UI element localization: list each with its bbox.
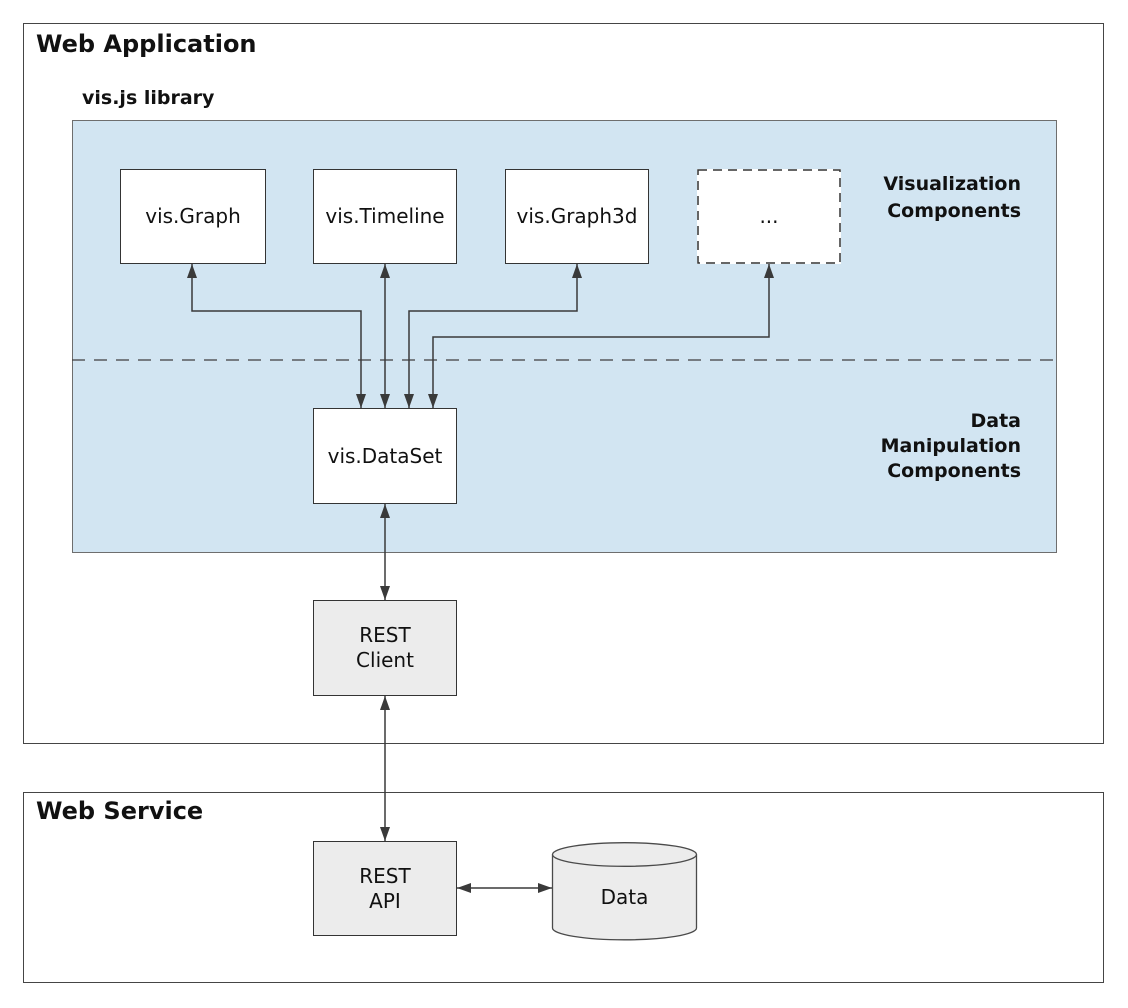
node-vis-dataset: vis.DataSet <box>313 408 457 504</box>
visualization-components-label: Visualization Components <box>883 171 1021 225</box>
data-manipulation-components-label: Data Manipulation Components <box>881 409 1021 484</box>
data-manipulation-label-line1: Data <box>970 410 1022 432</box>
visualization-components-label-line1: Visualization <box>883 173 1021 195</box>
node-vis-timeline: vis.Timeline <box>313 169 457 264</box>
data-manipulation-label-line2: Manipulation <box>880 435 1021 457</box>
node-vis-graph: vis.Graph <box>120 169 266 264</box>
node-vis-graph3d: vis.Graph3d <box>505 169 649 264</box>
web-application-title: Web Application <box>36 30 257 58</box>
data-manipulation-label-line3: Components <box>887 460 1021 482</box>
node-rest-api-label-line1: REST <box>359 863 411 888</box>
node-vis-timeline-label: vis.Timeline <box>325 204 445 228</box>
node-other-components: ... <box>697 169 841 264</box>
web-service-title: Web Service <box>36 797 204 825</box>
visjs-library-title: vis.js library <box>82 87 215 109</box>
visualization-components-label-line2: Components <box>887 200 1021 222</box>
node-other-components-label: ... <box>759 204 779 228</box>
node-rest-client: REST Client <box>313 600 457 696</box>
node-vis-dataset-label: vis.DataSet <box>327 443 443 468</box>
node-rest-api-label-line2: API <box>369 888 401 913</box>
database-label: Data <box>600 885 649 909</box>
node-vis-graph3d-label: vis.Graph3d <box>516 204 638 228</box>
node-rest-api: REST API <box>313 841 457 936</box>
node-rest-client-label-line2: Client <box>356 648 414 672</box>
node-rest-client-label-line1: REST <box>359 623 411 647</box>
node-vis-graph-label: vis.Graph <box>145 204 241 228</box>
